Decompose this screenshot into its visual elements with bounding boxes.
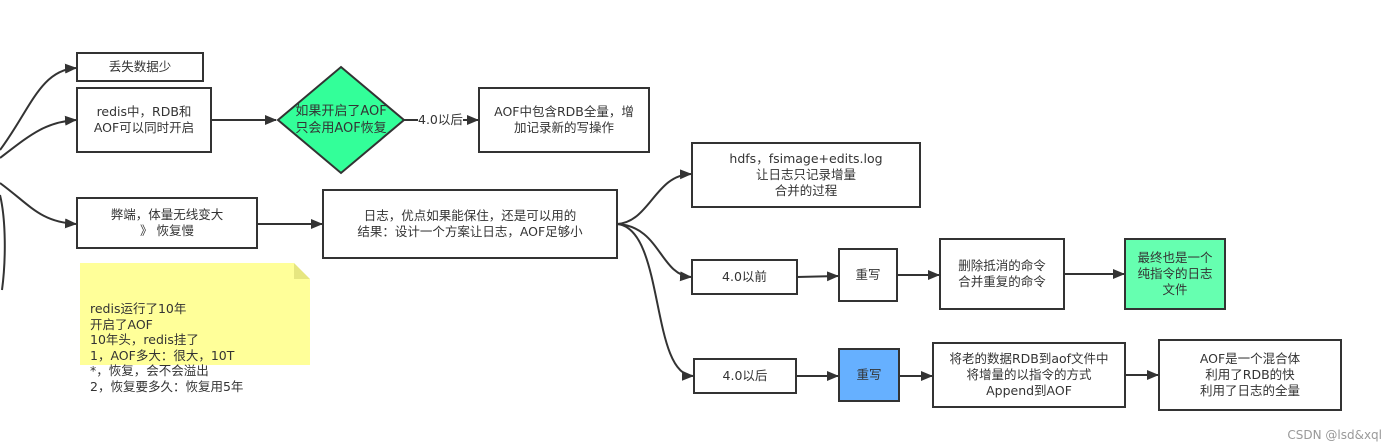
note-fold-corner xyxy=(294,263,310,279)
sticky-note-text: redis运行了10年 开启了AOF 10年头，redis挂了 1，AOF多大：… xyxy=(90,301,244,394)
node-aof-contains-rdb: AOF中包含RDB全量，增 加记录新的写操作 xyxy=(478,87,650,153)
node-hybrid: AOF是一个混合体 利用了RDB的快 利用了日志的全量 xyxy=(1158,339,1342,411)
node-aof-decision: 如果开启了AOF 只会用AOF恢复 xyxy=(278,67,404,173)
node-before-4: 4.0以前 xyxy=(691,259,798,295)
node-pure-log: 最终也是一个 纯指令的日志 文件 xyxy=(1124,238,1226,310)
node-pure-log-text: 最终也是一个 纯指令的日志 文件 xyxy=(1137,250,1213,297)
watermark: CSDN @lsd&xql xyxy=(1287,428,1382,442)
node-after-4: 4.0以后 xyxy=(693,358,797,394)
node-drawback-text: 弊端，体量无线变大 》 恢复慢 xyxy=(110,207,224,238)
node-aof-decision-text: 如果开启了AOF 只会用AOF恢复 xyxy=(295,104,387,136)
edge-root-to-lose-little xyxy=(0,63,77,151)
node-hdfs-text: hdfs，fsimage+edits.log 让日志只记录增量 合并的过程 xyxy=(729,151,883,198)
node-both-on: redis中，RDB和 AOF可以同时开启 xyxy=(76,87,212,153)
node-drawback: 弊端，体量无线变大 》 恢复慢 xyxy=(76,197,258,249)
node-both-on-text: redis中，RDB和 AOF可以同时开启 xyxy=(93,104,195,135)
sticky-note: redis运行了10年 开启了AOF 10年头，redis挂了 1，AOF多大：… xyxy=(80,263,310,394)
node-old-rdb-to-aof-text: 将老的数据RDB到aof文件中 将增量的以指令的方式 Append到AOF xyxy=(949,351,1109,398)
node-hdfs: hdfs，fsimage+edits.log 让日志只记录增量 合并的过程 xyxy=(691,142,921,208)
edge-label-after-4-0: 4.0以后 xyxy=(418,112,463,127)
edge-log-to-before4 xyxy=(616,223,692,282)
node-delete-cmds: 删除抵消的命令 合并重复的命令 xyxy=(939,238,1065,310)
node-rewrite-old: 重写 xyxy=(838,248,898,302)
node-aof-contains-rdb-text: AOF中包含RDB全量，增 加记录新的写操作 xyxy=(494,104,634,135)
edge-before4-to-rewrite xyxy=(796,271,839,282)
edge-root-to-both-on xyxy=(0,115,77,159)
node-rewrite-old-text: 重写 xyxy=(855,267,881,282)
edge-root-to-drawback xyxy=(0,182,77,229)
node-old-rdb-to-aof: 将老的数据RDB到aof文件中 将增量的以指令的方式 Append到AOF xyxy=(932,342,1126,408)
node-before-4-text: 4.0以前 xyxy=(722,269,767,284)
edge-log-to-hdfs xyxy=(616,169,692,225)
node-rewrite-new-text: 重写 xyxy=(856,367,882,382)
node-lose-little: 丢失数据少 xyxy=(76,52,204,82)
node-log-solution: 日志，优点如果能保住，还是可以用的 结果：设计一个方案让日志，AOF足够小 xyxy=(322,189,618,259)
node-delete-cmds-text: 删除抵消的命令 合并重复的命令 xyxy=(958,258,1046,289)
node-hybrid-text: AOF是一个混合体 利用了RDB的快 利用了日志的全量 xyxy=(1199,351,1301,398)
node-lose-little-text: 丢失数据少 xyxy=(108,59,172,74)
node-after-4-text: 4.0以后 xyxy=(722,368,768,383)
node-rewrite-new: 重写 xyxy=(838,348,900,402)
node-log-solution-text: 日志，优点如果能保住，还是可以用的 结果：设计一个方案让日志，AOF足够小 xyxy=(357,208,583,239)
edge-log-to-after4 xyxy=(616,223,694,381)
aof-decision-diamond xyxy=(276,65,406,175)
edge-root-down xyxy=(0,194,6,291)
